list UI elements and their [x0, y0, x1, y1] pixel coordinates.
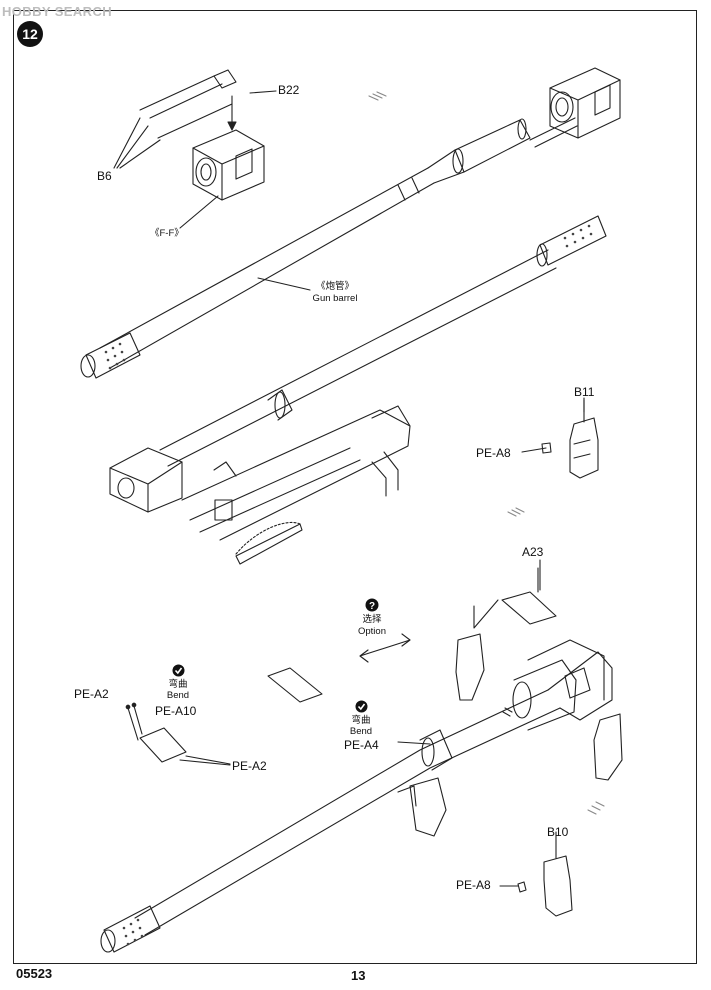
leader-lines	[257, 277, 585, 591]
middle-gun-barrel	[109, 215, 607, 565]
label-option-cn: 选择	[362, 614, 382, 625]
step-number-badge: 12	[17, 21, 43, 47]
page-frame	[13, 10, 697, 964]
bend-check-icon	[172, 664, 185, 677]
label-pe-a2-bottom: PE-A2	[232, 759, 267, 773]
label-pe-a8-bottom: PE-A8	[456, 878, 491, 892]
label-ff: 《F-F》	[150, 228, 184, 239]
label-gun-barrel-cn: 《炮管》	[315, 281, 355, 292]
label-option-en: Option	[358, 626, 386, 637]
label-bend-left-cn: 弯曲	[168, 679, 188, 690]
question-icon: ?	[365, 598, 379, 612]
upper-gun-barrel	[80, 67, 621, 379]
bend-check-icon	[355, 700, 368, 713]
label-pe-a4: PE-A4	[344, 738, 379, 752]
breech-assembly-b22	[113, 69, 387, 229]
label-a23: A23	[522, 545, 544, 559]
label-b22: B22	[278, 83, 300, 97]
page-number: 13	[351, 968, 366, 983]
label-b6: B6	[97, 169, 112, 183]
lower-gun-barrel	[100, 567, 623, 953]
label-pe-a2-top: PE-A2	[74, 687, 109, 701]
muzzle-brake-holes-top	[104, 342, 126, 370]
muzzle-brake-holes-middle	[563, 224, 593, 248]
product-code: 05523	[16, 966, 53, 981]
label-pe-a8-top: PE-A8	[476, 446, 511, 460]
label-bend-left-en: Bend	[166, 690, 190, 701]
svg-text:?: ?	[369, 601, 375, 612]
label-b11: B11	[574, 385, 595, 399]
watermark-text: HOBBY SEARCH	[2, 4, 113, 19]
label-bend-right-cn: 弯曲	[351, 715, 371, 726]
loose-pe-parts	[125, 667, 573, 917]
label-pe-a10: PE-A10	[155, 704, 197, 718]
part-b11	[507, 399, 599, 517]
label-b10: B10	[547, 825, 569, 839]
muzzle-brake-holes-bottom	[122, 918, 144, 946]
label-gun-barrel-en: Gun barrel	[312, 293, 358, 304]
label-bend-right-en: Bend	[349, 726, 373, 737]
